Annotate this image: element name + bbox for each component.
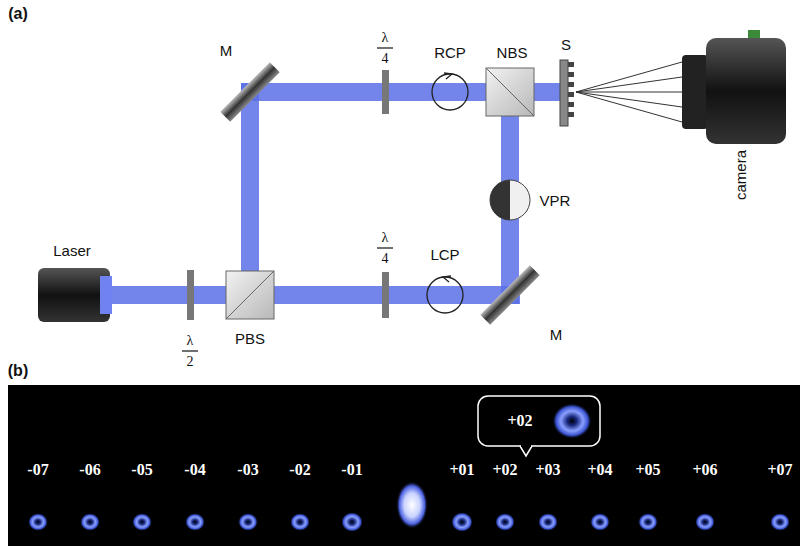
panel-label: (a) bbox=[8, 6, 28, 22]
diffraction-ray bbox=[576, 62, 682, 92]
grating-tooth bbox=[568, 62, 574, 67]
quarter-wave-plate bbox=[382, 70, 389, 114]
diffraction-order: +01 bbox=[449, 462, 474, 478]
zero-order-spot bbox=[396, 481, 428, 529]
laser-aperture bbox=[100, 276, 112, 314]
fraction-bar bbox=[182, 350, 198, 351]
grating-tooth bbox=[568, 92, 574, 97]
splitter-diagonal bbox=[226, 271, 274, 319]
vortex-spot bbox=[238, 513, 258, 531]
vortex-phase-shading bbox=[490, 180, 510, 220]
laser-body bbox=[38, 268, 110, 322]
panel-label: (b) bbox=[8, 363, 28, 379]
diffraction-ray bbox=[576, 92, 682, 93]
diffraction-order: -04 bbox=[184, 462, 205, 478]
diffraction-order: +02 bbox=[492, 462, 517, 478]
mirror bbox=[220, 62, 279, 121]
fraction-bar bbox=[377, 47, 393, 48]
diffraction-order: -03 bbox=[237, 462, 258, 478]
diffraction-order: -02 bbox=[289, 462, 310, 478]
grating-teeth bbox=[568, 62, 574, 117]
splitter-diagonal bbox=[486, 68, 534, 116]
diffraction-ray bbox=[576, 77, 682, 92]
diffraction-ray bbox=[576, 92, 682, 107]
fraction-denominator: 2 bbox=[187, 355, 194, 369]
grating-tooth bbox=[568, 112, 574, 117]
inset-pointer bbox=[520, 446, 532, 456]
fraction-numerator: λ bbox=[382, 31, 389, 45]
camera-body bbox=[706, 38, 786, 144]
camera-indicator bbox=[748, 30, 760, 38]
half-wave-plate bbox=[187, 270, 194, 320]
diffraction-order: +03 bbox=[535, 462, 560, 478]
diffraction-order: -06 bbox=[79, 462, 100, 478]
component-label: S bbox=[561, 37, 571, 52]
polarizing-beam-splitter bbox=[226, 271, 274, 319]
camera-lens bbox=[682, 55, 708, 129]
vortex-spot bbox=[695, 513, 715, 531]
rotation-arrow bbox=[444, 73, 452, 79]
fraction-bar bbox=[377, 247, 393, 248]
component-label: VPR bbox=[540, 193, 571, 208]
vortex-spot bbox=[770, 513, 790, 531]
diffraction-order: +04 bbox=[587, 462, 612, 478]
vortex-spot bbox=[638, 513, 658, 531]
vortex-spot bbox=[590, 513, 610, 531]
rotation-arrow bbox=[443, 276, 451, 282]
grating-tooth bbox=[568, 102, 574, 107]
component-label: camera bbox=[733, 150, 748, 200]
vortex-spot bbox=[28, 513, 48, 531]
fraction-denominator: 4 bbox=[382, 252, 389, 266]
component-label: PBS bbox=[235, 331, 265, 346]
inset-vortex-spot bbox=[552, 403, 592, 439]
diffraction-spots bbox=[28, 481, 790, 532]
vortex-spot bbox=[290, 513, 310, 531]
vortex-spot bbox=[451, 512, 473, 532]
camera-image bbox=[8, 385, 800, 546]
grating-tooth bbox=[568, 72, 574, 77]
component-label: M bbox=[550, 327, 563, 342]
polarization-label: LCP bbox=[430, 247, 459, 262]
grating bbox=[560, 60, 568, 126]
component-label: Laser bbox=[53, 243, 91, 258]
diffraction-order: +05 bbox=[635, 462, 660, 478]
diffraction-order: -01 bbox=[341, 462, 362, 478]
vortex-spot bbox=[185, 513, 205, 531]
diffraction-ray bbox=[576, 92, 682, 122]
inset-frame bbox=[478, 396, 600, 446]
diffraction-order: +02 bbox=[507, 413, 532, 429]
fraction-numerator: λ bbox=[382, 231, 389, 245]
polarization-label: RCP bbox=[434, 45, 466, 60]
inset-pointer-gap bbox=[521, 445, 531, 447]
vortex-spot bbox=[341, 512, 363, 532]
diffraction-order: -07 bbox=[27, 462, 48, 478]
vortex-phase-retarder bbox=[490, 180, 530, 220]
diffraction-order: +06 bbox=[692, 462, 717, 478]
mirror bbox=[480, 265, 539, 324]
laser-beam bbox=[108, 286, 520, 304]
diffraction-rays bbox=[576, 62, 682, 122]
diffraction-order: -05 bbox=[131, 462, 152, 478]
fraction-numerator: λ bbox=[187, 334, 194, 348]
grating-tooth bbox=[568, 82, 574, 87]
fraction-denominator: 4 bbox=[382, 52, 389, 66]
non-polarizing-beam-splitter bbox=[486, 68, 534, 116]
vortex-spot bbox=[538, 513, 558, 531]
component-label: M bbox=[220, 43, 233, 58]
polarization-circle bbox=[427, 277, 463, 313]
vortex-spot bbox=[495, 513, 515, 531]
vortex-spot bbox=[132, 513, 152, 531]
component-label: NBS bbox=[497, 45, 528, 60]
quarter-wave-plate bbox=[382, 272, 389, 318]
vortex-spot bbox=[80, 513, 100, 531]
diffraction-order: +07 bbox=[767, 462, 792, 478]
polarization-circle bbox=[432, 74, 468, 110]
